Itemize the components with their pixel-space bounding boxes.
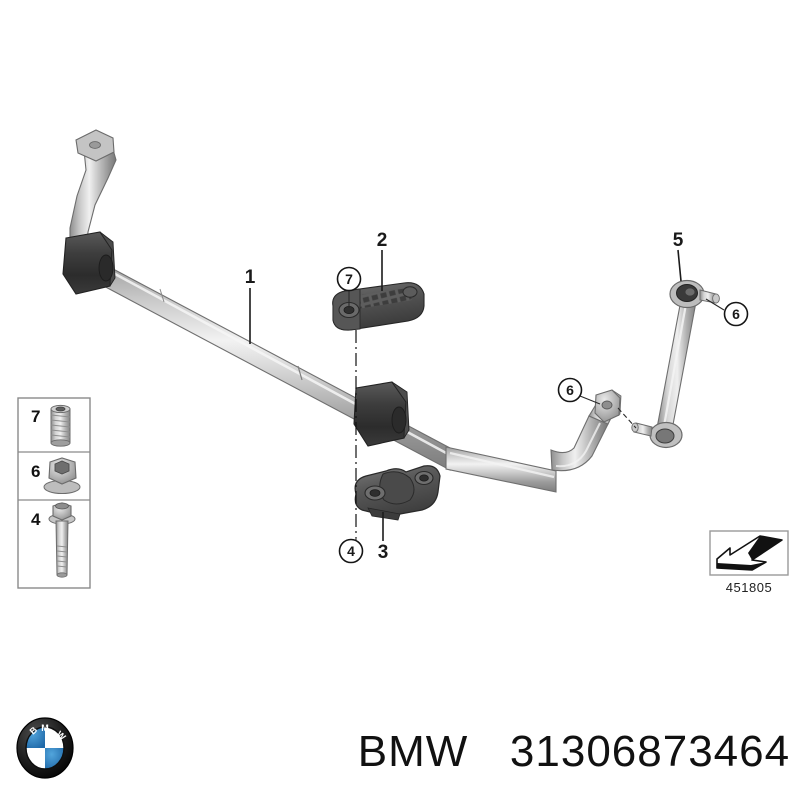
fasteners-legend: 7 6 4 (17, 397, 91, 589)
bar-step-mark-2 (159, 288, 165, 303)
callout-6-left: 6 (557, 377, 601, 405)
bar-right-highlight (449, 451, 555, 479)
callout-7-label: 7 (345, 271, 353, 287)
bmw-roundel-logo: B M W (16, 717, 74, 779)
bar-step-mark-1 (297, 365, 303, 381)
link-lower-joint-boot (655, 428, 675, 444)
part-number: 31306873464 (510, 727, 790, 776)
callout-6-right-label: 6 (732, 306, 740, 322)
direction-arrow-shade (748, 536, 782, 560)
callout-1: 1 (245, 267, 256, 344)
callout-7-circle (336, 266, 362, 292)
callout-4-circle (338, 538, 364, 564)
legend-icon-flange-nut (43, 457, 81, 494)
callout-6-right-circle (723, 301, 749, 327)
callout-3-label: 3 (378, 542, 389, 563)
reference-code: 451805 (726, 580, 772, 595)
roundel-letter-b: B (28, 724, 40, 736)
legend-row-4-number: 4 (31, 510, 41, 529)
callout-6-right: 6 (705, 298, 749, 327)
bar-bushing-left (62, 231, 116, 295)
bar-left-end-hole (89, 141, 101, 149)
bracket-upper-side-hole (402, 286, 418, 298)
callout-1-label: 1 (245, 267, 256, 288)
callout-5: 5 (673, 230, 684, 282)
brand-name: BMW (358, 727, 469, 776)
part-stabilizer-holder-lower (354, 465, 441, 521)
callout-4: 4 (338, 538, 364, 564)
bar-right-run (445, 446, 557, 493)
bar-bushing-center (353, 381, 410, 447)
callout-5-label: 5 (673, 230, 684, 251)
legend-icon-flange-bolt (48, 502, 76, 578)
callout-6-left-label: 6 (566, 382, 574, 398)
part-stabilizer-bracket-upper (332, 282, 425, 331)
callout-2: 2 (377, 230, 388, 291)
bar-right-bend-highlight (555, 422, 601, 468)
callout-3: 3 (378, 512, 389, 563)
direction-marker: 451805 (709, 530, 789, 595)
callout-7: 7 (336, 266, 362, 308)
axis-line-nut-to-link-lower (617, 407, 637, 429)
roundel-letter-m: M (41, 723, 49, 733)
part-stabilizer-link (631, 279, 720, 449)
legend-row-6-number: 6 (31, 462, 40, 481)
legend-row-7-number: 7 (31, 407, 40, 426)
part-flange-nut-left (594, 389, 622, 423)
direction-arrow-base (717, 562, 766, 570)
footer-branding: B M W BMW 31306873464 (16, 717, 790, 779)
callout-2-label: 2 (377, 230, 388, 251)
callout-6-left-circle (557, 377, 583, 403)
callout-4-label: 4 (347, 543, 355, 559)
legend-icon-set-screw (50, 404, 71, 447)
